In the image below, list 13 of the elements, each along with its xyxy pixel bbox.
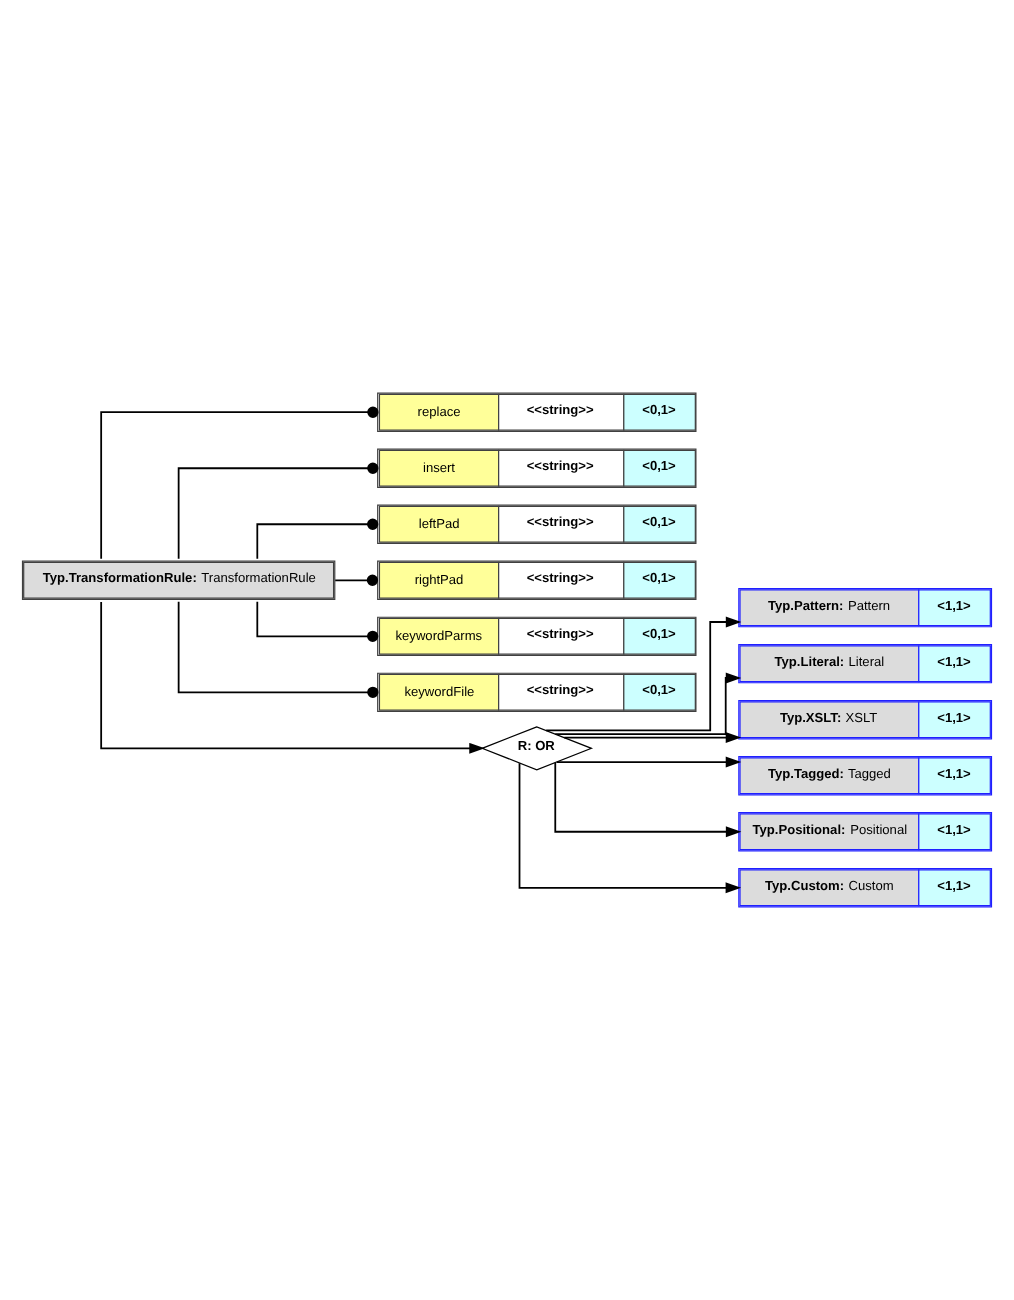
connector: [100, 406, 379, 560]
arrow: [563, 732, 742, 744]
arrow: [545, 616, 742, 732]
arrow: [100, 601, 485, 754]
connector: [177, 462, 379, 560]
connector: [256, 518, 379, 560]
connector: [177, 600, 379, 698]
arrow: [555, 756, 742, 768]
arrow: [554, 761, 742, 838]
connector: [334, 574, 379, 586]
arrow: [554, 672, 742, 735]
connector: [256, 600, 379, 642]
arrow: [518, 762, 742, 894]
